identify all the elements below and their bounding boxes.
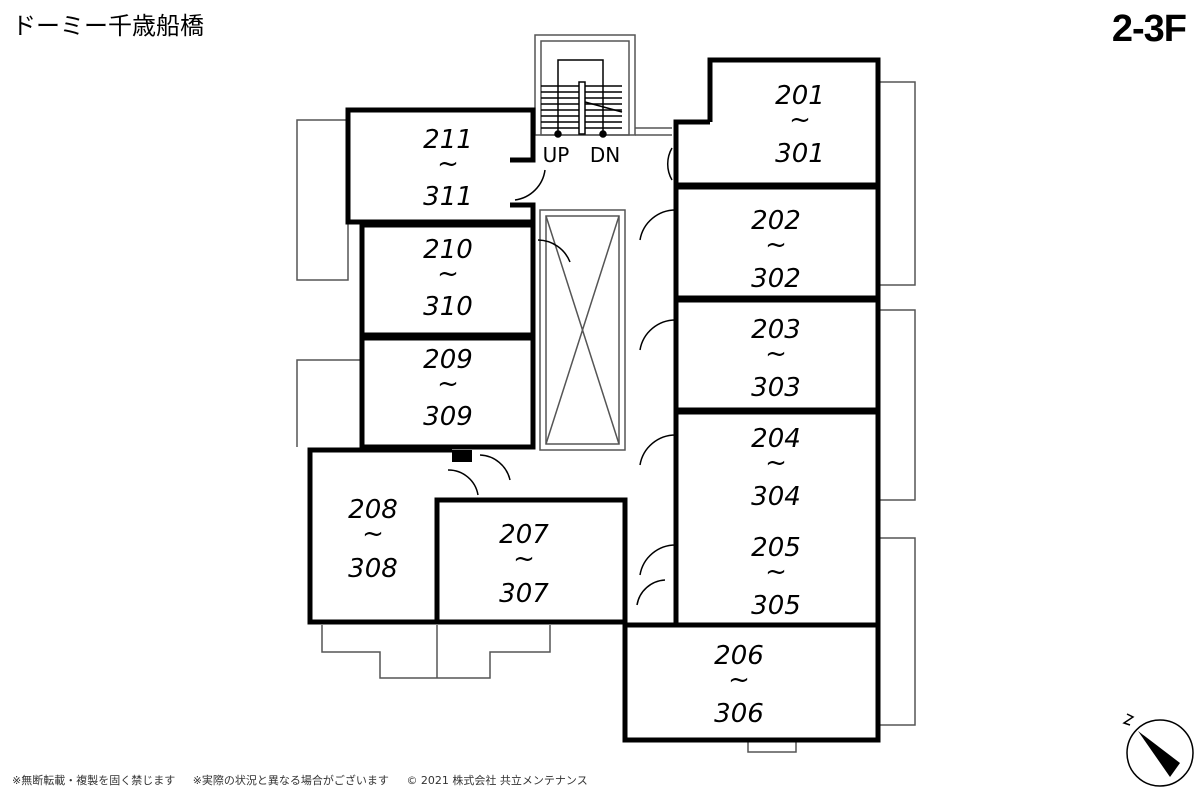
svg-text:201: 201 — [775, 81, 825, 111]
room-202: 202~302 — [751, 206, 801, 294]
svg-text:301: 301 — [775, 139, 825, 169]
svg-text:302: 302 — [751, 264, 801, 294]
copyright: © 2021 株式会社 共立メンテナンス — [406, 774, 588, 787]
walls — [307, 57, 881, 743]
svg-text:208: 208 — [348, 495, 398, 525]
svg-text:303: 303 — [751, 373, 801, 403]
svg-text:308: 308 — [348, 554, 398, 584]
svg-text:205: 205 — [751, 533, 801, 563]
stairs-down-label: DN — [590, 143, 620, 167]
building-title: ドーミー千歳船橋 — [12, 12, 204, 40]
svg-text:~: ~ — [728, 665, 750, 695]
room-205: 205~305 — [751, 533, 801, 621]
svg-text:~: ~ — [437, 369, 459, 399]
svg-text:209: 209 — [423, 345, 473, 375]
compass — [1122, 713, 1194, 787]
svg-text:309: 309 — [423, 402, 473, 432]
svg-text:203: 203 — [751, 315, 801, 345]
svg-text:305: 305 — [751, 591, 801, 621]
svg-text:310: 310 — [423, 292, 473, 322]
room-203: 203~303 — [751, 315, 801, 403]
actual-condition-note: ※実際の状況と異なる場合がございます — [192, 774, 389, 787]
room-207: 207~307 — [499, 520, 549, 609]
footer-notes: ※無断転載・複製を固く禁じます ※実際の状況と異なる場合がございます © 202… — [12, 772, 602, 788]
room-211: 211~311 — [423, 125, 473, 212]
svg-text:304: 304 — [751, 482, 801, 512]
svg-text:~: ~ — [437, 259, 459, 289]
svg-text:307: 307 — [499, 579, 549, 609]
pillar — [452, 450, 472, 462]
svg-text:207: 207 — [499, 520, 549, 550]
no-reproduction-note: ※無断転載・複製を固く禁じます — [12, 774, 176, 787]
svg-text:210: 210 — [423, 235, 473, 265]
doors — [447, 147, 677, 606]
staircase — [541, 59, 623, 138]
stairs-up-label: UP — [543, 143, 570, 167]
svg-text:311: 311 — [423, 182, 473, 212]
room-204: 204~304 — [751, 424, 801, 512]
svg-text:~: ~ — [765, 339, 787, 369]
room-210: 210~310 — [423, 235, 473, 322]
svg-text:~: ~ — [765, 230, 787, 260]
svg-text:306: 306 — [714, 699, 764, 729]
svg-text:~: ~ — [362, 519, 384, 549]
floor-label: 2-3F — [1111, 8, 1187, 50]
room-201: 201~301 — [775, 81, 825, 169]
room-labels: 211~311 210~310 209~309 208~308 207~307 … — [348, 81, 825, 729]
svg-text:206: 206 — [714, 641, 764, 671]
svg-text:202: 202 — [751, 206, 801, 236]
svg-text:204: 204 — [751, 424, 801, 454]
room-208: 208~308 — [348, 495, 398, 584]
svg-text:~: ~ — [437, 149, 459, 179]
room-206: 206~306 — [714, 641, 764, 729]
svg-text:211: 211 — [423, 125, 473, 155]
svg-text:~: ~ — [765, 557, 787, 587]
room-209: 209~309 — [423, 345, 473, 432]
svg-text:~: ~ — [789, 105, 811, 135]
svg-text:~: ~ — [513, 544, 535, 574]
svg-text:~: ~ — [765, 448, 787, 478]
